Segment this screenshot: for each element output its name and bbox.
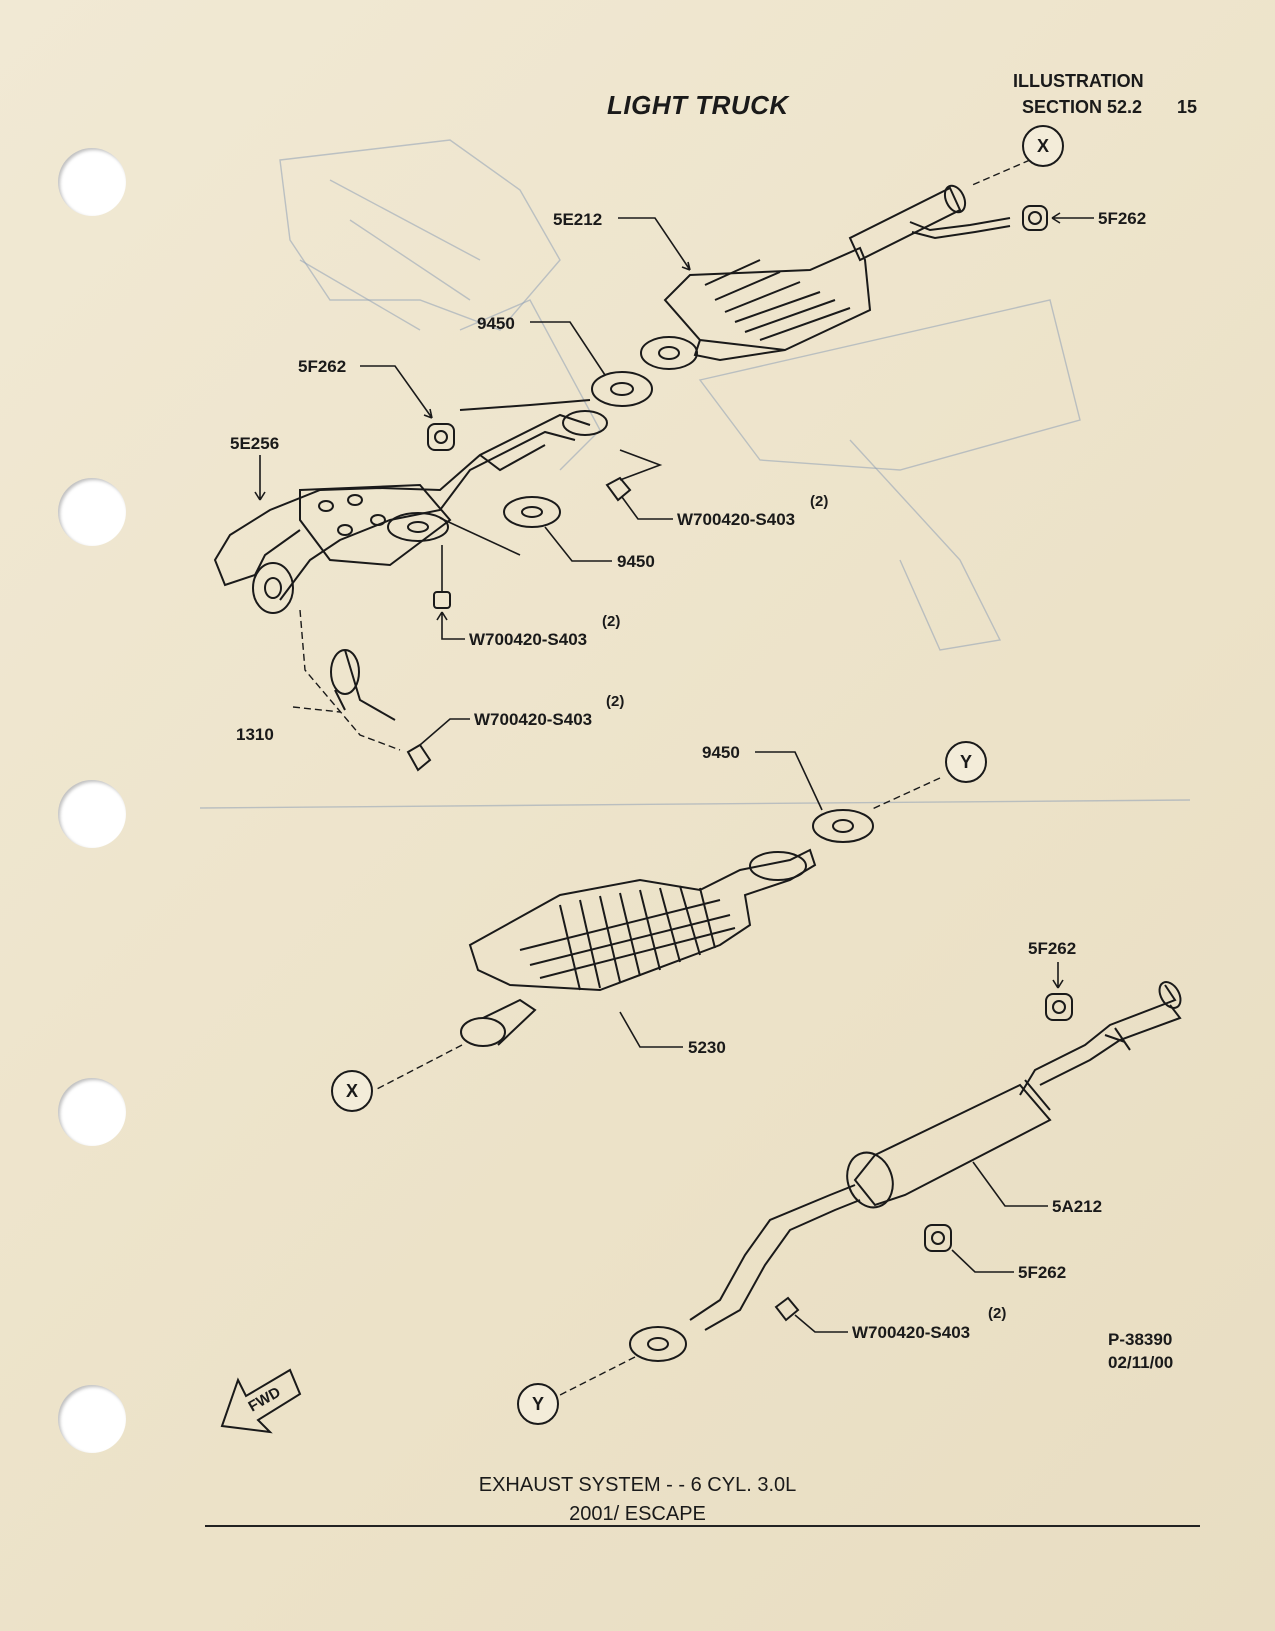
caption-line-1: EXHAUST SYSTEM - - 6 CYL. 3.0L [478, 1474, 797, 1496]
insulator-5f262 [1022, 205, 1048, 231]
leader [869, 777, 941, 811]
svg-text:W700420-S403: W700420-S403 [469, 630, 587, 649]
fwd-arrow-icon: FWD [220, 1368, 302, 1434]
callout-y-bottom: Y [517, 1383, 559, 1425]
callout-y-top: Y [945, 741, 987, 783]
gasket-hole [832, 819, 854, 833]
catalytic-converter-5e212 [640, 184, 1011, 370]
svg-text:W700420-S403: W700420-S403 [474, 710, 592, 729]
label-5f262-lower: 5F262 [951, 1249, 1066, 1282]
leader [292, 706, 341, 713]
callout-x-top: X [1022, 125, 1064, 167]
label-w700420-a: (2) W700420-S403 [621, 493, 828, 529]
nut [605, 476, 632, 502]
muffler-5230 [460, 848, 817, 1047]
svg-text:1310: 1310 [236, 725, 274, 744]
svg-text:5F262: 5F262 [1028, 939, 1076, 958]
ghost-bleedthrough [199, 139, 1191, 809]
nut [774, 1296, 800, 1322]
binder-hole [58, 780, 126, 848]
leader [619, 449, 663, 481]
binder-hole [58, 1385, 126, 1453]
svg-text:9450: 9450 [617, 552, 655, 571]
y-pipe-5e256 [213, 399, 608, 614]
svg-text:(2): (2) [988, 1305, 1006, 1322]
page-title: LIGHT TRUCK [607, 90, 789, 120]
leader [969, 159, 1031, 187]
leader [439, 517, 521, 556]
svg-text:W700420-S403: W700420-S403 [852, 1323, 970, 1342]
svg-text:X: X [1037, 136, 1049, 156]
reference-date: 02/11/00 [1108, 1353, 1174, 1372]
label-w700420-b: (2) W700420-S403 [436, 545, 620, 649]
label-1310: 1310 [236, 725, 274, 744]
label-5e212: 5E212 [553, 210, 691, 271]
gasket-hole [521, 506, 543, 518]
label-5a212: 5A212 [972, 1161, 1102, 1216]
label-9450-a: 9450 [477, 314, 606, 376]
insulator-5f262 [1045, 993, 1073, 1021]
svg-text:5F262: 5F262 [1098, 209, 1146, 228]
bottom-rule [205, 1525, 1200, 1527]
label-5f262-top: 5F262 [1051, 209, 1146, 228]
svg-text:5E212: 5E212 [553, 210, 602, 229]
label-9450-c: 9450 [702, 743, 823, 811]
gasket-hole [610, 382, 634, 396]
gasket-9450 [503, 496, 561, 528]
svg-text:(2): (2) [602, 613, 620, 630]
label-w700420-d: (2) W700420-S403 [794, 1305, 1006, 1342]
gasket-9450 [812, 809, 874, 843]
label-5f262-right: 5F262 [1028, 939, 1076, 989]
svg-text:W700420-S403: W700420-S403 [677, 510, 795, 529]
callout-x-bottom: X [331, 1070, 373, 1112]
svg-text:5E256: 5E256 [230, 434, 279, 453]
reference-code: P-38390 [1108, 1330, 1173, 1349]
binder-hole [58, 478, 126, 546]
resonator-5a212 [629, 981, 1182, 1362]
label-w700420-c: (2) W700420-S403 [419, 693, 624, 746]
insulator-5f262 [427, 423, 455, 451]
label-5f262-left: 5F262 [298, 357, 433, 419]
svg-text:5A212: 5A212 [1052, 1197, 1102, 1216]
gasket-9450 [591, 371, 653, 407]
nut [406, 743, 432, 772]
leader [374, 1044, 463, 1091]
svg-text:Y: Y [960, 752, 972, 772]
label-5e256: 5E256 [230, 434, 279, 501]
illustration-label: ILLUSTRATION [1013, 71, 1144, 91]
svg-text:(2): (2) [606, 693, 624, 710]
page-number: 15 [1177, 97, 1198, 117]
nut [433, 591, 451, 609]
svg-text:Y: Y [532, 1394, 544, 1414]
svg-text:5230: 5230 [688, 1038, 726, 1057]
svg-text:5F262: 5F262 [1018, 1263, 1066, 1282]
binder-hole [58, 1078, 126, 1146]
svg-text:FWD: FWD [246, 1384, 284, 1416]
svg-text:9450: 9450 [477, 314, 515, 333]
binder-hole [58, 148, 126, 216]
svg-text:5F262: 5F262 [298, 357, 346, 376]
svg-text:9450: 9450 [702, 743, 740, 762]
caption-line-2: 2001/ ESCAPE [569, 1503, 706, 1525]
insulator-5f262 [924, 1224, 952, 1252]
label-9450-b: 9450 [544, 526, 655, 571]
svg-text:(2): (2) [810, 493, 828, 510]
section-label: SECTION 52.2 [1022, 97, 1143, 117]
svg-text:X: X [346, 1081, 358, 1101]
leader [559, 1356, 636, 1396]
pipe-1310 [299, 609, 401, 751]
label-5230: 5230 [619, 1011, 726, 1057]
